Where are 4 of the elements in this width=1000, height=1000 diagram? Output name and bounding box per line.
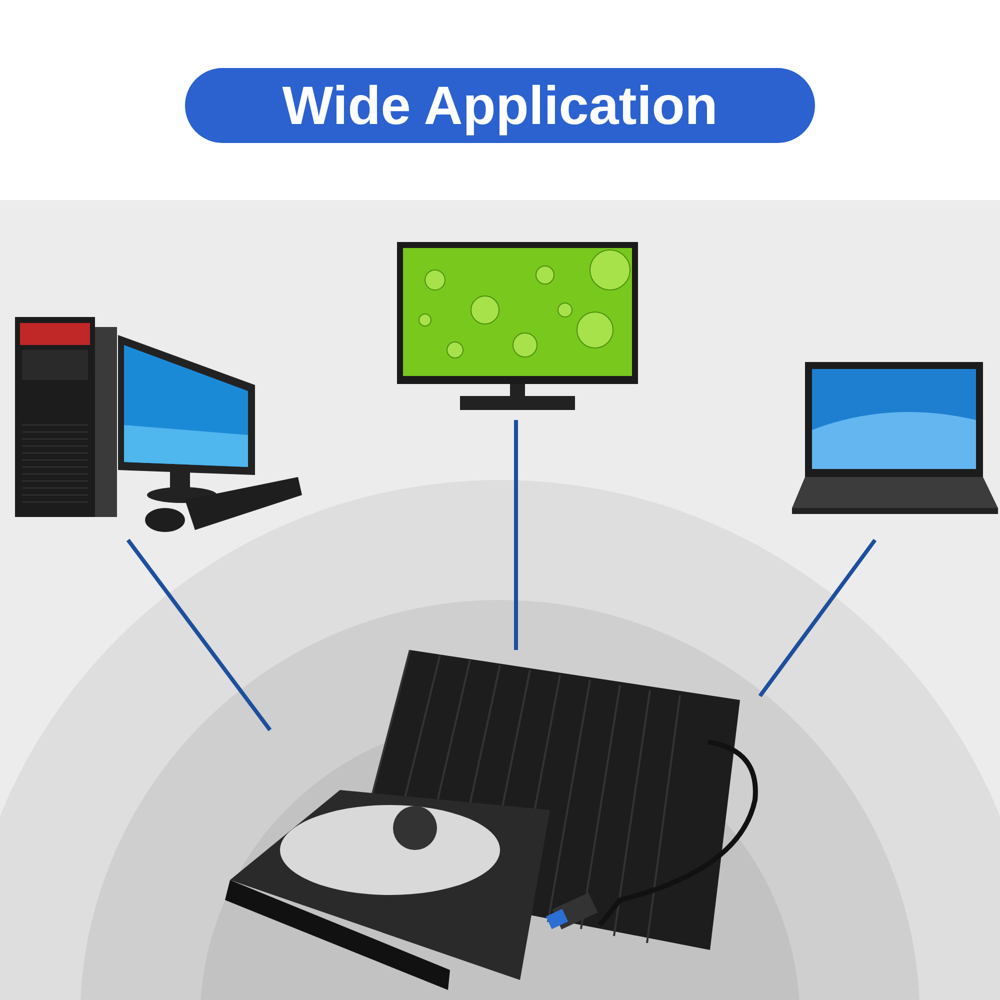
connector-line (126, 538, 272, 732)
title-banner: Wide Application (185, 68, 815, 143)
connector-line (758, 538, 877, 698)
connector-line (514, 420, 518, 650)
